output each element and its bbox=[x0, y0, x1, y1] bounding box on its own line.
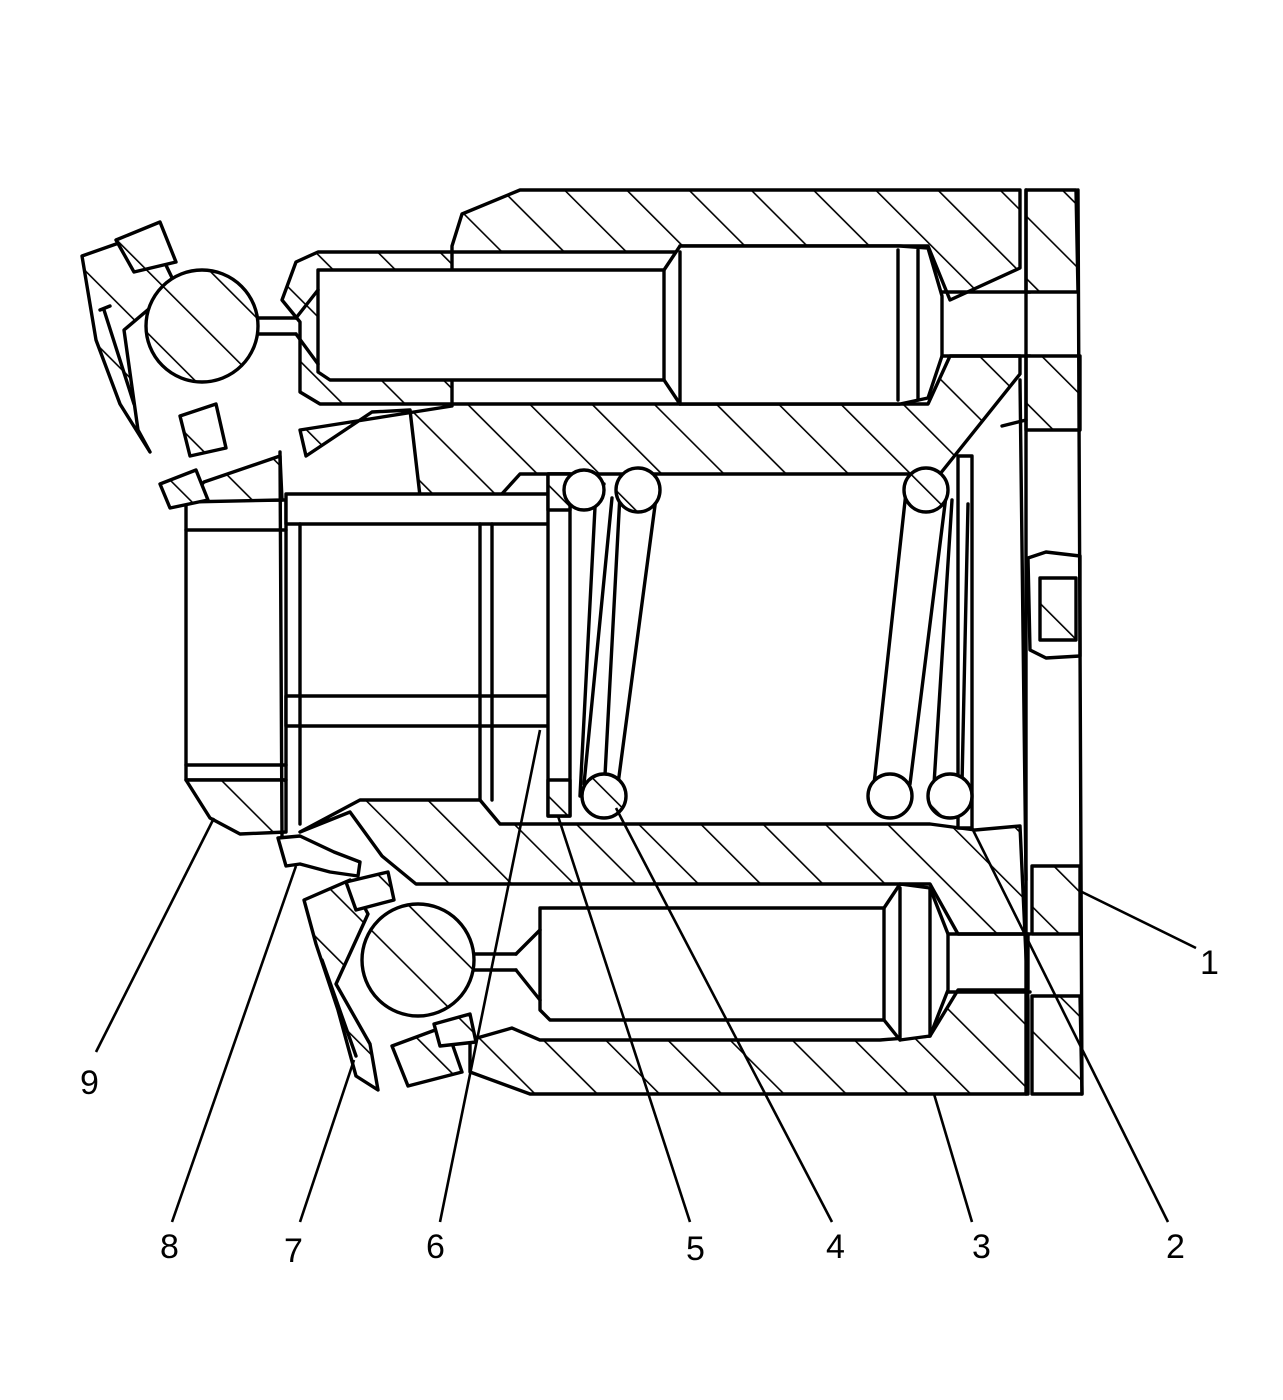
callout-5: 5 bbox=[686, 1230, 705, 1268]
guide-sleeve-lower bbox=[184, 778, 288, 836]
callout-3: 3 bbox=[972, 1228, 991, 1266]
lower-ball-joint bbox=[302, 870, 478, 1092]
leader-6 bbox=[438, 729, 542, 1223]
leader-2 bbox=[970, 827, 1170, 1223]
leader-4 bbox=[614, 807, 834, 1223]
shaft-upper bbox=[284, 492, 552, 526]
return-spring bbox=[562, 466, 974, 820]
leader-3 bbox=[932, 1093, 974, 1223]
leader-7 bbox=[298, 1059, 356, 1223]
end-plate bbox=[1000, 188, 1084, 1096]
leader-5 bbox=[556, 815, 692, 1223]
callout-2: 2 bbox=[1166, 1228, 1185, 1266]
leader-9 bbox=[94, 817, 216, 1053]
guide-sleeve bbox=[184, 498, 288, 782]
callout-1: 1 bbox=[1200, 944, 1219, 982]
upper-ball-joint bbox=[80, 220, 260, 510]
leader-lines bbox=[94, 729, 1197, 1223]
callout-7: 7 bbox=[284, 1232, 303, 1270]
housing-lower-wall bbox=[298, 798, 1030, 1096]
seal bbox=[276, 450, 362, 878]
callout-8: 8 bbox=[160, 1228, 179, 1266]
callouts: 1 2 3 4 5 6 7 8 9 bbox=[80, 944, 1219, 1270]
shaft-lower bbox=[284, 694, 552, 728]
housing-upper-wall bbox=[280, 188, 1022, 498]
housing bbox=[280, 188, 1030, 1096]
callout-4: 4 bbox=[826, 1228, 845, 1266]
leader-1 bbox=[1081, 890, 1197, 950]
callout-6: 6 bbox=[426, 1228, 445, 1266]
callout-9: 9 bbox=[80, 1064, 99, 1102]
snap-ring bbox=[546, 472, 572, 818]
leader-8 bbox=[170, 865, 298, 1223]
